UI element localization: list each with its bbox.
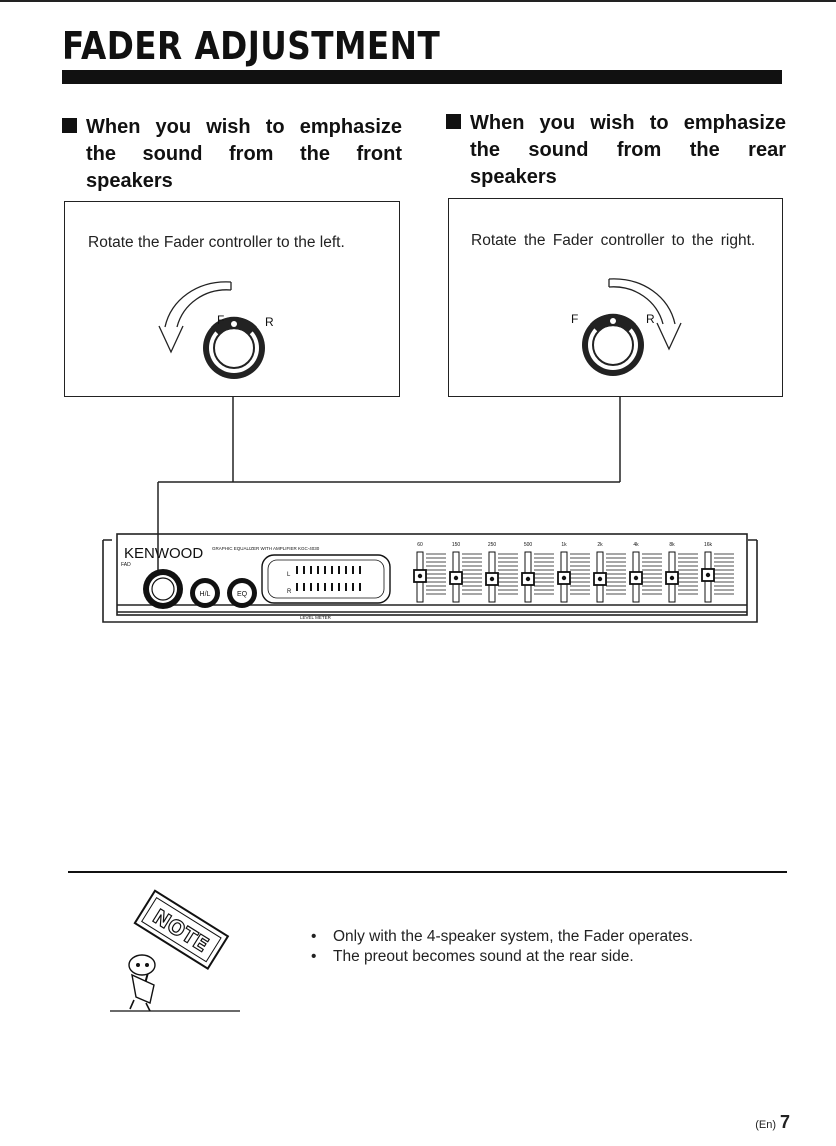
page-footer: (En)7	[755, 1112, 790, 1133]
level-meter-label: LEVEL METER	[300, 615, 332, 620]
rear-instruction-box: Rotate the Fader controller to the right…	[448, 198, 783, 397]
hl-button-label: H/L	[200, 591, 211, 598]
heading-line: the sound from the rear	[470, 139, 786, 161]
band-label: 1k	[561, 542, 567, 548]
level-meter: L R LEVEL METER	[261, 554, 391, 620]
hl-button-icon: H/L	[190, 578, 220, 608]
callout-lines	[157, 395, 621, 592]
model-text: GRAPHIC EQUALIZER WITH AMPLIFIER KGC-403…	[212, 546, 320, 551]
band-label: 2k	[597, 542, 603, 548]
note-item: •Only with the 4-speaker system, the Fad…	[311, 928, 694, 945]
knob-label-r: R	[646, 312, 655, 326]
slider-knob-dot	[453, 575, 459, 581]
fad-label: FAD	[121, 562, 131, 568]
knob-label-f: F	[217, 313, 224, 327]
page-number: 7	[779, 1112, 790, 1132]
faceplate-outline	[102, 533, 758, 623]
band-label: 500	[524, 542, 533, 548]
front-instruction-box: Rotate the Fader controller to the left.…	[64, 201, 400, 397]
heading-line: speakers	[86, 170, 173, 192]
heading-line: When you wish to emphasize	[86, 116, 402, 138]
meter-channel-r: R	[287, 589, 292, 595]
band-label: 8k	[669, 542, 675, 548]
eq-button-icon: EQ	[227, 578, 257, 608]
knob-label-f: F	[571, 312, 578, 326]
note-list: •Only with the 4-speaker system, the Fad…	[311, 927, 693, 967]
language-tag: (En)	[755, 1119, 776, 1131]
note-mascot-icon: NOTE	[110, 889, 240, 1012]
band-label: 4k	[633, 542, 639, 548]
slider-knob-dot	[525, 576, 531, 582]
rear-instruction-text: Rotate the Fader controller to the right…	[471, 232, 756, 249]
top-rule	[0, 0, 836, 2]
note-item: •The preout becomes sound at the rear si…	[311, 948, 634, 965]
slider-knob-dot	[669, 575, 675, 581]
heading-line: the sound from the front	[86, 143, 402, 165]
band-label: 16k	[704, 542, 713, 548]
slider-knob-dot	[489, 576, 495, 582]
page-title: FADER ADJUSTMENT	[62, 24, 441, 68]
meter-channel-l: L	[287, 572, 291, 578]
band-label: 60	[417, 542, 423, 548]
fader-knob-icon	[143, 569, 183, 609]
section-divider	[68, 871, 787, 873]
slider-knob-dot	[417, 573, 423, 579]
band-label: 250	[488, 542, 497, 548]
fader-rotate-right-icon: F R	[571, 278, 682, 376]
slider-knob-dot	[633, 575, 639, 581]
bullet-square-icon	[62, 118, 77, 133]
knob-label-r: R	[265, 315, 274, 329]
heading-line: When you wish to emphasize	[470, 112, 786, 134]
slider-knob-dot	[705, 572, 711, 578]
heading-front-speakers: When you wish to emphasize the sound fro…	[62, 114, 402, 195]
heading-line: speakers	[470, 166, 557, 188]
title-bar	[62, 70, 782, 84]
bullet-square-icon	[446, 114, 461, 129]
band-label: 150	[452, 542, 461, 548]
heading-rear-speakers: When you wish to emphasize the sound fro…	[446, 110, 786, 191]
front-instruction-text: Rotate the Fader controller to the left.	[88, 234, 345, 251]
fader-rotate-left-icon: F R	[158, 281, 274, 379]
slider-knob-dot	[561, 575, 567, 581]
slider-knob-dot	[597, 576, 603, 582]
brand-text: KENWOOD	[124, 545, 203, 562]
eq-button-label: EQ	[237, 591, 248, 598]
